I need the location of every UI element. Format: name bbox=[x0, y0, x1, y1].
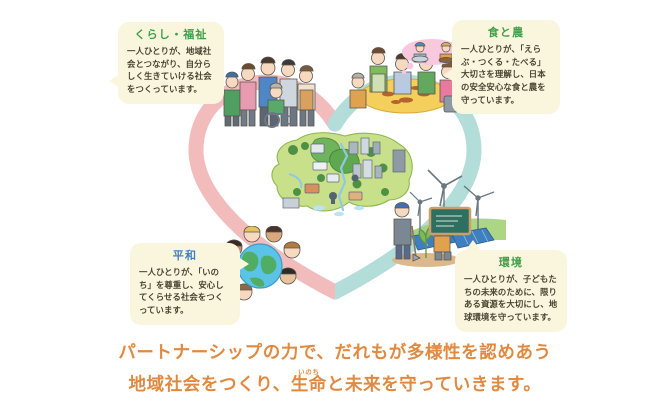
callout-heiwa: 平和 一人ひとりが、「いのち」を尊重し、安心してくらせる社会をつくっています。 bbox=[130, 243, 249, 325]
callout-kurashi-fukushi: くらし・福祉 一人ひとりが、地域社会とつながり、自分らしく生きていける社会をつく… bbox=[109, 22, 224, 104]
callout-tail bbox=[443, 68, 454, 82]
callout-title: 環境 bbox=[498, 256, 524, 269]
callout-tail bbox=[238, 257, 249, 271]
ruby-text: いのち bbox=[290, 368, 327, 376]
chalkboard-illustration bbox=[428, 206, 472, 236]
callout-body: 一人ひとりが、「えらぶ・つくる・たべる」大切さを理解し、日本の安全安心な食と農を… bbox=[461, 44, 546, 105]
callout-body: 一人ひとりが、子どもたちの未来のために、限りある資源を大切にし、地球環境を守って… bbox=[464, 274, 558, 322]
callout-body: 一人ひとりが、「いのち」を尊重し、安心してくらせる社会をつくっています。 bbox=[139, 267, 224, 315]
caption-line-1: パートナーシップの力で、だれもが多様性を認めあう bbox=[118, 343, 552, 363]
callout-tail bbox=[109, 74, 120, 88]
callout-title: 平和 bbox=[172, 249, 198, 262]
ruby-base: 生命 bbox=[290, 375, 327, 395]
callout-shoku-to-nou: 食と農 一人ひとりが、「えらぶ・つくる・たべる」大切さを理解し、日本の安全安心な… bbox=[443, 20, 560, 115]
caption-line2-part2: と未来を守っていきます。 bbox=[326, 375, 542, 395]
callout-title: くらし・福祉 bbox=[134, 28, 208, 41]
wind-turbine bbox=[409, 191, 433, 230]
callout-title: 食と農 bbox=[487, 26, 525, 39]
callout-kankyo: 環境 一人ひとりが、子どもたちの未来のために、限りある資源を大切にし、地球環境を… bbox=[455, 240, 567, 332]
caption-line2-part1: 地域社会をつくり、 bbox=[128, 375, 291, 395]
callout-body: 一人ひとりが、地域社会とつながり、自分らしく生きていける社会をつくっています。 bbox=[127, 46, 212, 94]
caption-ruby-inochi: 生命いのち bbox=[290, 369, 327, 396]
callout-tail bbox=[465, 240, 481, 251]
poster-caption: パートナーシップの力で、だれもが多様性を認めあう 地域社会をつくり、生命いのちと… bbox=[0, 338, 670, 400]
center-map-illustration bbox=[271, 132, 413, 217]
caption-line-2: 地域社会をつくり、生命いのちと未来を守っていきます。 bbox=[0, 368, 670, 400]
dining-scene-illustration bbox=[349, 39, 462, 114]
people-group-illustration bbox=[223, 56, 316, 128]
